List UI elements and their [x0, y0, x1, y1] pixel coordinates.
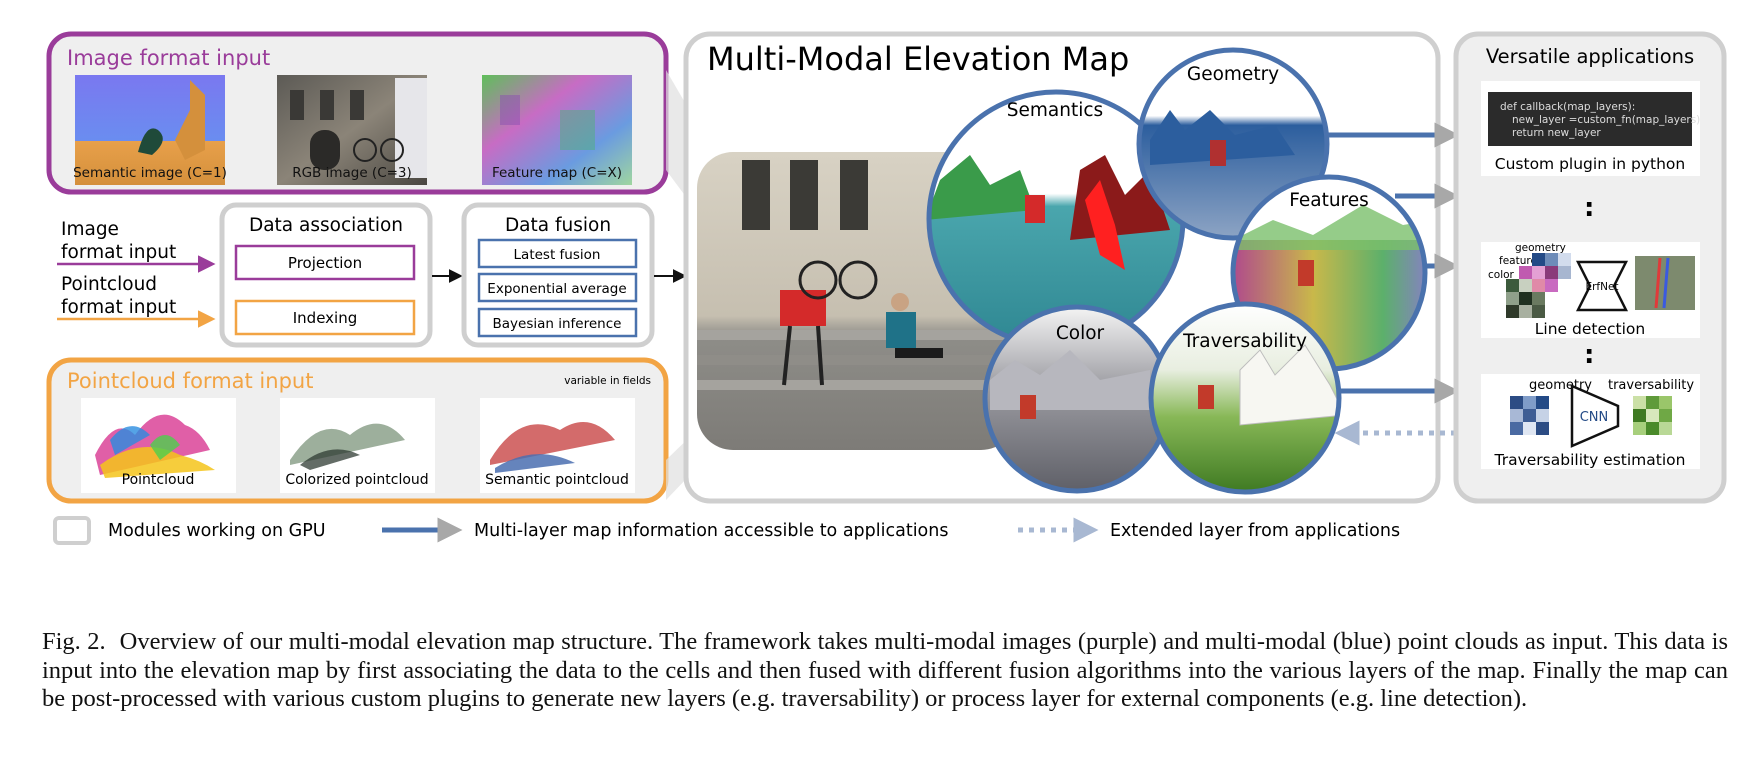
legend-multilayer-label: Multi-layer map information accessible t… [474, 521, 948, 541]
image-format-input-arrow-group: Image format input [57, 219, 216, 273]
exponential-average-label: Exponential average [487, 281, 626, 297]
line-detection-caption: Line detection [1535, 320, 1645, 338]
trav-traversability-label: traversability [1608, 378, 1694, 393]
code-line-1: def callback(map_layers): [1500, 101, 1635, 113]
applications-panel: Versatile applications def callback(map_… [1453, 31, 1727, 504]
custom-plugin-card: def callback(map_layers): new_layer =cus… [1481, 81, 1700, 176]
color-layer-circle: Color [982, 304, 1172, 494]
geometry-layer-label: Geometry [1187, 64, 1279, 85]
pointcloud-input-label-line2: format input [61, 297, 176, 318]
data-association-title: Data association [249, 215, 403, 236]
line-det-input-grid [1506, 253, 1571, 318]
exponential-average-box [477, 272, 638, 303]
image-input-panel: Image format input Semantic image (C=1) … [46, 31, 669, 195]
trav-input-grid [1510, 396, 1549, 435]
semantic-pointcloud-thumbnail: Semantic pointcloud [480, 398, 635, 493]
code-line-3: return new_layer [1512, 127, 1601, 139]
semantic-pointcloud-label: Semantic pointcloud [485, 472, 629, 488]
pointcloud-format-input-arrow-group: Pointcloud format input [57, 274, 216, 328]
line-det-feature-label: feature [1499, 255, 1537, 267]
semantics-layer-label: Semantics [1007, 100, 1103, 121]
pointcloud-variable-note: variable in fields [564, 375, 651, 387]
feature-map-thumbnail: Feature map (C=X) [482, 75, 632, 185]
figure-label: Fig. 2. [42, 628, 106, 655]
erfnet-block [1575, 260, 1629, 312]
indexing-label: Indexing [293, 309, 358, 327]
colorized-pointcloud-thumbnail: Colorized pointcloud [280, 398, 435, 493]
erfnet-label: ErfNet [1585, 281, 1618, 293]
rgb-image-thumbnail: RGB image (C=3) [277, 75, 427, 185]
traversability-estimation-card: geometry CNN traversability Traversabili… [1481, 374, 1700, 469]
colorized-pointcloud-label: Colorized pointcloud [285, 472, 428, 488]
projection-label: Projection [288, 254, 362, 272]
data-fusion-title: Data fusion [505, 215, 611, 236]
apps-ellipsis-2: : [1584, 340, 1594, 370]
line-detection-card: geometry feature color ErfNet Line detec… [1481, 242, 1700, 338]
figure-caption-text: Overview of our multi-modal elevation ma… [42, 628, 1728, 712]
apps-ellipsis-1: : [1584, 193, 1594, 223]
image-input-title: Image format input [67, 46, 270, 70]
features-layer-label: Features [1289, 190, 1369, 211]
legend-extended-label: Extended layer from applications [1110, 521, 1400, 541]
code-snippet [1488, 92, 1692, 146]
line-det-color-label: color [1488, 269, 1515, 281]
pointcloud-thumbnail: Pointcloud [81, 398, 236, 493]
image-input-label-line1: Image [61, 219, 119, 240]
bayesian-inference-box [477, 307, 638, 338]
elevation-map-title: Multi-Modal Elevation Map [707, 40, 1129, 78]
trav-output-grid [1633, 396, 1672, 435]
legend-gpu-label: Modules working on GPU [108, 521, 326, 541]
legend: Modules working on GPU Multi-layer map i… [53, 516, 1400, 545]
data-fusion-module: Data fusion Latest fusion Exponential av… [461, 202, 655, 348]
traversability-layer-label: Traversability [1182, 331, 1307, 352]
figure-caption: Fig. 2.Overview of our multi-modal eleva… [42, 628, 1728, 714]
color-layer-label: Color [1056, 323, 1105, 344]
pointcloud-input-title: Pointcloud format input [67, 369, 313, 393]
pointcloud-input-panel: Pointcloud format input variable in fiel… [46, 357, 669, 504]
cnn-label: CNN [1580, 410, 1609, 425]
traversability-layer-circle: Traversability [1148, 301, 1342, 495]
line-det-geometry-label: geometry [1515, 242, 1566, 254]
semantic-image-thumbnail: Semantic image (C=1) [73, 75, 227, 185]
legend-gpu-swatch [53, 516, 91, 545]
custom-plugin-caption: Custom plugin in python [1495, 155, 1685, 173]
image-input-label-line2: format input [61, 242, 176, 263]
latest-fusion-label: Latest fusion [514, 247, 601, 263]
bayesian-inference-label: Bayesian inference [493, 316, 622, 332]
elevation-map-panel: Multi-Modal Elevation Map Semantics [683, 31, 1441, 504]
latest-fusion-box [477, 238, 638, 269]
rgb-image-label: RGB image (C=3) [292, 165, 412, 181]
pointcloud-input-label-line1: Pointcloud [61, 274, 157, 295]
code-line-2: new_layer =custom_fn(map_layers) [1512, 114, 1700, 126]
data-association-module: Data association Projection Indexing [219, 202, 433, 348]
projection-box [234, 244, 416, 281]
applications-title: Versatile applications [1486, 45, 1694, 68]
pointcloud-label: Pointcloud [122, 472, 195, 488]
cnn-block [1570, 384, 1620, 448]
traversability-estimation-caption: Traversability estimation [1494, 451, 1686, 469]
semantic-image-label: Semantic image (C=1) [73, 165, 227, 181]
indexing-box [234, 299, 416, 336]
feature-map-label: Feature map (C=X) [492, 165, 622, 181]
